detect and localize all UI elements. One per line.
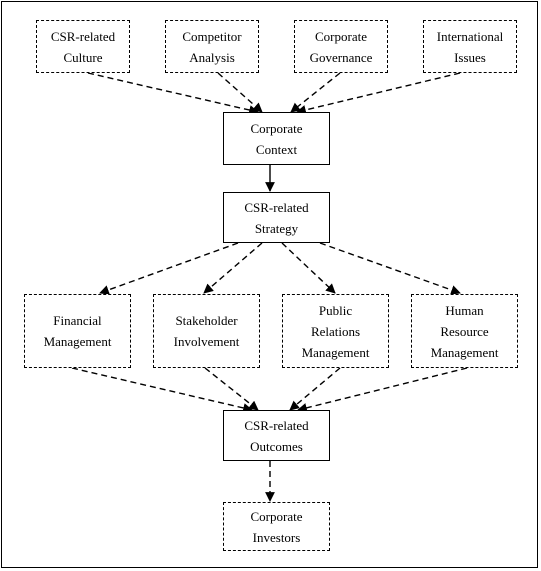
- node-label: Corporate Governance: [309, 28, 373, 65]
- arrow-public-relations-to-outcomes: [289, 367, 341, 411]
- node-label: International Issues: [436, 28, 504, 65]
- node-label: Corporate Context: [250, 120, 303, 157]
- node-label: Competitor Analysis: [182, 28, 242, 65]
- arrow-strategy-to-financial: [99, 242, 239, 295]
- node-international-issues: International Issues: [423, 20, 517, 73]
- arrow-culture-to-context: [87, 72, 259, 115]
- node-corporate-context: Corporate Context: [223, 112, 330, 165]
- node-csr-related-strategy: CSR-related Strategy: [223, 192, 330, 243]
- node-label: Public Relations Management: [301, 302, 370, 360]
- node-csr-related-outcomes: CSR-related Outcomes: [223, 410, 330, 461]
- node-competitor-analysis: Competitor Analysis: [165, 20, 259, 73]
- node-label: Stakeholder Involvement: [173, 313, 240, 349]
- arrow-competitor-to-context: [217, 72, 263, 113]
- node-corporate-governance: Corporate Governance: [294, 20, 388, 73]
- node-stakeholder-involvement: Stakeholder Involvement: [153, 294, 260, 368]
- arrow-strategy-to-human-resource: [319, 242, 461, 295]
- node-corporate-investors: Corporate Investors: [223, 502, 330, 551]
- node-financial-management: Financial Management: [24, 294, 131, 368]
- node-label: CSR-related Strategy: [244, 199, 309, 236]
- node-csr-related-culture: CSR-related Culture: [36, 20, 130, 73]
- arrow-financial-to-outcomes: [71, 367, 253, 413]
- arrow-stakeholder-to-outcomes: [204, 367, 259, 411]
- node-label: Human Resource Management: [430, 302, 499, 360]
- node-human-resource-management: Human Resource Management: [411, 294, 518, 368]
- arrow-human-resource-to-outcomes: [297, 367, 468, 413]
- node-label: Corporate Investors: [250, 508, 303, 545]
- node-public-relations-management: Public Relations Management: [282, 294, 389, 368]
- arrow-strategy-to-stakeholder: [203, 242, 263, 294]
- arrow-international-to-context: [296, 72, 461, 115]
- arrow-governance-to-context: [290, 72, 341, 113]
- node-label: CSR-related Culture: [50, 28, 116, 65]
- node-label: CSR-related Outcomes: [244, 417, 309, 454]
- arrow-strategy-to-public-relations: [281, 242, 336, 294]
- node-label: Financial Management: [43, 313, 112, 349]
